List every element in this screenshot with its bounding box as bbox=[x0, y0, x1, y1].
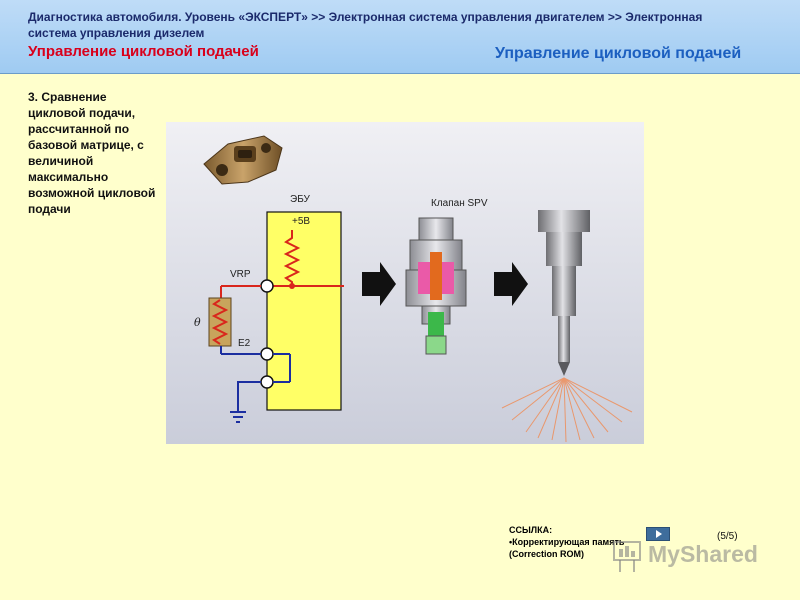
injector-nozzle bbox=[538, 210, 590, 376]
reference-block: ССЫЛКА: •Корректирующая память (Correcti… bbox=[509, 524, 649, 560]
thermistor-resistor bbox=[211, 299, 229, 345]
section-title: Управление цикловой подачей bbox=[28, 43, 259, 60]
page-title: Управление цикловой подачей bbox=[495, 45, 742, 62]
header: Диагностика автомобиля. Уровень «ЭКСПЕРТ… bbox=[0, 0, 800, 74]
presentation-icon bbox=[613, 541, 641, 572]
reference-title: ССЫЛКА: bbox=[509, 525, 553, 535]
watermark-text: MyShared bbox=[648, 541, 758, 567]
sensor-photo bbox=[203, 135, 283, 185]
diagram-panel: ЭБУ +5В VRP E2 θ Клапан SPV bbox=[166, 122, 644, 444]
reference-link[interactable]: •Корректирующая память bbox=[509, 537, 625, 547]
reference-link-en: (Correction ROM) bbox=[509, 549, 584, 559]
vrp-label: VRP bbox=[230, 269, 251, 280]
arrow-icon bbox=[494, 262, 528, 306]
voltage-label: +5В bbox=[292, 216, 310, 227]
internal-resistor bbox=[283, 230, 301, 286]
theta-label: θ bbox=[194, 316, 201, 329]
ecu-label: ЭБУ bbox=[290, 194, 311, 205]
play-icon[interactable] bbox=[646, 527, 670, 541]
spv-valve bbox=[405, 217, 467, 355]
vrp-terminal bbox=[260, 279, 274, 293]
ecu-box bbox=[266, 211, 342, 411]
page-number: (5/5) bbox=[717, 531, 738, 542]
e2-terminal bbox=[260, 347, 274, 361]
fuel-spray bbox=[501, 377, 633, 443]
valve-label: Клапан SPV bbox=[431, 198, 488, 209]
watermark: MyShared bbox=[610, 540, 770, 574]
step-description: 3. Сравнение цикловой подачи, рассчитанн… bbox=[28, 90, 156, 216]
ground-terminal bbox=[260, 375, 274, 389]
e2-label: E2 bbox=[238, 338, 251, 349]
breadcrumb[interactable]: Диагностика автомобиля. Уровень «ЭКСПЕРТ… bbox=[28, 10, 703, 40]
ground-wire bbox=[237, 381, 261, 412]
diagram-svg: ЭБУ +5В VRP E2 θ Клапан SPV bbox=[194, 135, 633, 443]
arrow-icon bbox=[362, 262, 396, 306]
